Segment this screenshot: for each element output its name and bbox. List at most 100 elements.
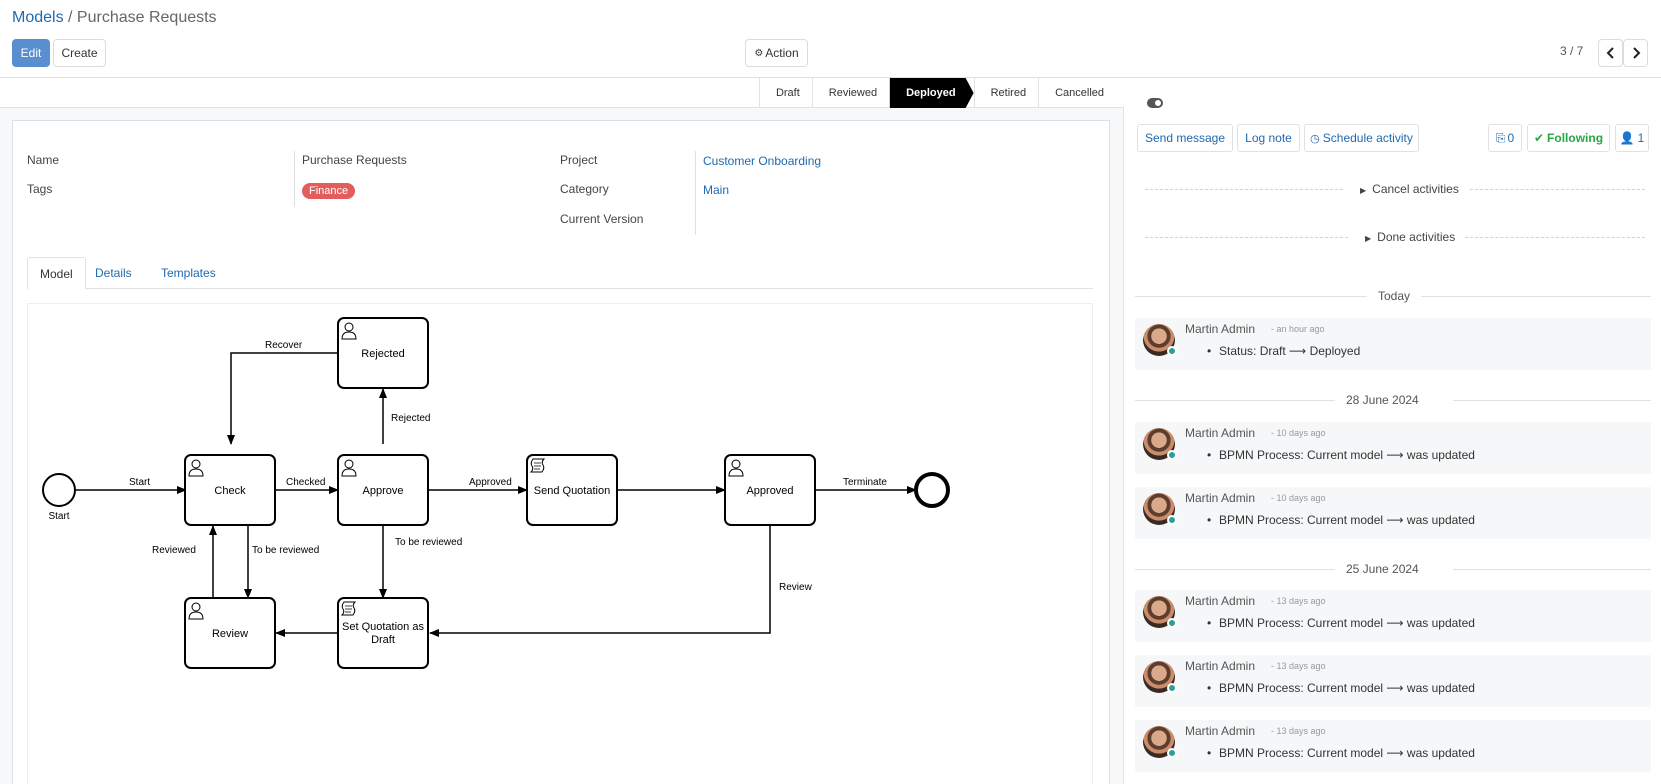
tags-label: Tags: [27, 182, 53, 196]
name-label: Name: [27, 153, 60, 167]
edit-button[interactable]: Edit: [12, 39, 50, 67]
task-rejected-label: Rejected: [361, 348, 404, 360]
field-divider: [695, 151, 696, 235]
attachments-button[interactable]: ⎘0: [1488, 124, 1522, 152]
breadcrumb-current: Purchase Requests: [76, 9, 217, 26]
next-record-button[interactable]: [1623, 39, 1648, 67]
task-send-quotation-label: Send Quotation: [534, 485, 610, 497]
send-message-button[interactable]: Send message: [1137, 124, 1233, 152]
task-rejected[interactable]: Rejected: [337, 317, 429, 389]
follower-count: 1: [1637, 131, 1645, 145]
message-author[interactable]: Martin Admin: [1185, 426, 1256, 440]
notebook-tabs: Model Details Templates: [27, 257, 1093, 290]
date-separator: 25 June 2024: [1135, 562, 1651, 576]
status-bar: Draft Reviewed Deployed Retired Cancelle…: [0, 78, 1124, 108]
schedule-activity-button[interactable]: ◷Schedule activity: [1304, 124, 1419, 152]
breadcrumb: Models / Purchase Requests: [12, 9, 217, 27]
task-send-quotation[interactable]: Send Quotation: [526, 454, 618, 526]
name-value[interactable]: Purchase Requests: [302, 153, 407, 167]
status-step-draft[interactable]: Draft: [758, 78, 812, 108]
message-date: - 13 days ago: [1271, 596, 1326, 606]
following-label: Following: [1547, 131, 1604, 145]
cancel-activities-row: ▶ Cancel activities: [1360, 182, 1459, 196]
tag-finance[interactable]: Finance: [302, 183, 356, 199]
task-check[interactable]: Check: [184, 454, 276, 526]
check-icon: ✔: [1533, 131, 1545, 145]
action-label: Action: [765, 46, 799, 60]
done-activities-row: ▶ Done activities: [1365, 230, 1455, 244]
status-step-retired[interactable]: Retired: [973, 78, 1038, 108]
date-separator-label: 28 June 2024: [1346, 393, 1419, 407]
log-note-button[interactable]: Log note: [1237, 124, 1300, 152]
message-item: Martin Admin - 10 days ago BPMN Process:…: [1135, 422, 1651, 474]
message-author[interactable]: Martin Admin: [1185, 724, 1256, 738]
start-event[interactable]: [42, 473, 76, 507]
form-sheet: Name Purchase Requests Tags Finance Proj…: [12, 120, 1110, 784]
category-label: Category: [560, 182, 609, 196]
toggle-switch-icon[interactable]: [1147, 98, 1163, 108]
date-separator: 28 June 2024: [1135, 393, 1651, 407]
action-button[interactable]: ⚙Action: [745, 39, 808, 67]
message-author[interactable]: Martin Admin: [1185, 659, 1256, 673]
edge-label-rejected: Rejected: [391, 413, 430, 424]
date-separator-label: 25 June 2024: [1346, 562, 1419, 576]
done-activities-label: Done activities: [1377, 230, 1456, 244]
message-item: Martin Admin - 13 days ago BPMN Process:…: [1135, 720, 1651, 772]
edge-label-approved: Approved: [469, 477, 512, 488]
message-date: - 10 days ago: [1271, 493, 1326, 503]
tab-templates[interactable]: Templates: [161, 266, 216, 280]
message-author[interactable]: Martin Admin: [1185, 491, 1256, 505]
pager-value[interactable]: 3 / 7: [1560, 44, 1584, 58]
caret-right-icon: ▶: [1360, 186, 1367, 195]
message-body: BPMN Process: Current model ⟶ was update…: [1207, 616, 1475, 630]
edge-label-to-be-reviewed: To be reviewed: [252, 545, 319, 556]
date-separator-label: Today: [1378, 289, 1411, 303]
status-step-deployed[interactable]: Deployed: [889, 78, 974, 108]
message-date: - 13 days ago: [1271, 726, 1326, 736]
done-activities-toggle[interactable]: ▶ Done activities: [1145, 230, 1645, 244]
start-event-label: Start: [48, 511, 69, 522]
message-item: Martin Admin - 10 days ago BPMN Process:…: [1135, 487, 1651, 539]
current-version-label: Current Version: [560, 212, 644, 226]
breadcrumb-separator: /: [63, 9, 77, 26]
attachment-count: 0: [1507, 131, 1515, 145]
status-step-cancelled[interactable]: Cancelled: [1038, 78, 1116, 108]
end-event[interactable]: [914, 472, 950, 508]
edge-label-checked: Checked: [286, 477, 325, 488]
message-author[interactable]: Martin Admin: [1185, 322, 1256, 336]
bpmn-edges: [76, 352, 917, 637]
category-link[interactable]: Main: [703, 183, 730, 197]
create-button[interactable]: Create: [53, 39, 106, 67]
bpmn-diagram[interactable]: Start Checked Approved Terminate Recover…: [28, 304, 1094, 784]
task-review[interactable]: Review: [184, 597, 276, 669]
tab-details[interactable]: Details: [95, 266, 132, 280]
task-set-quotation-label: Draft: [371, 634, 395, 646]
bpmn-canvas[interactable]: Start Checked Approved Terminate Recover…: [27, 303, 1093, 784]
edge-label-to-be-reviewed: To be reviewed: [395, 537, 462, 548]
message-item: Martin Admin - 13 days ago BPMN Process:…: [1135, 590, 1651, 642]
tab-model[interactable]: Model: [27, 257, 86, 290]
gear-icon: ⚙: [754, 47, 764, 59]
previous-record-button[interactable]: [1598, 39, 1623, 67]
status-steps: Draft Reviewed Deployed Retired Cancelle…: [758, 78, 1116, 108]
status-step-reviewed[interactable]: Reviewed: [811, 78, 889, 108]
task-approve[interactable]: Approve: [337, 454, 429, 526]
project-link[interactable]: Customer Onboarding: [703, 154, 822, 168]
message-date: - 10 days ago: [1271, 428, 1326, 438]
task-approved[interactable]: Approved: [724, 454, 816, 526]
presence-indicator: [1167, 683, 1177, 693]
followers-button[interactable]: 👤1: [1615, 124, 1649, 152]
message-author[interactable]: Martin Admin: [1185, 594, 1256, 608]
edge-label-terminate: Terminate: [843, 477, 887, 488]
message-body: Status: Draft ⟶ Deployed: [1207, 344, 1360, 358]
task-set-quotation-draft[interactable]: Set Quotation as Draft: [337, 597, 429, 669]
cancel-activities-label: Cancel activities: [1372, 182, 1459, 196]
breadcrumb-models-link[interactable]: Models: [12, 9, 64, 26]
caret-right-icon: ▶: [1365, 234, 1372, 243]
message-date: - an hour ago: [1271, 324, 1325, 334]
control-panel: Models / Purchase Requests Edit Create ⚙…: [0, 0, 1661, 78]
message-item: Martin Admin - an hour ago Status: Draft…: [1135, 318, 1651, 370]
cancel-activities-toggle[interactable]: ▶ Cancel activities: [1145, 182, 1645, 196]
following-button[interactable]: ✔Following: [1527, 124, 1610, 152]
message-body: BPMN Process: Current model ⟶ was update…: [1207, 513, 1475, 527]
